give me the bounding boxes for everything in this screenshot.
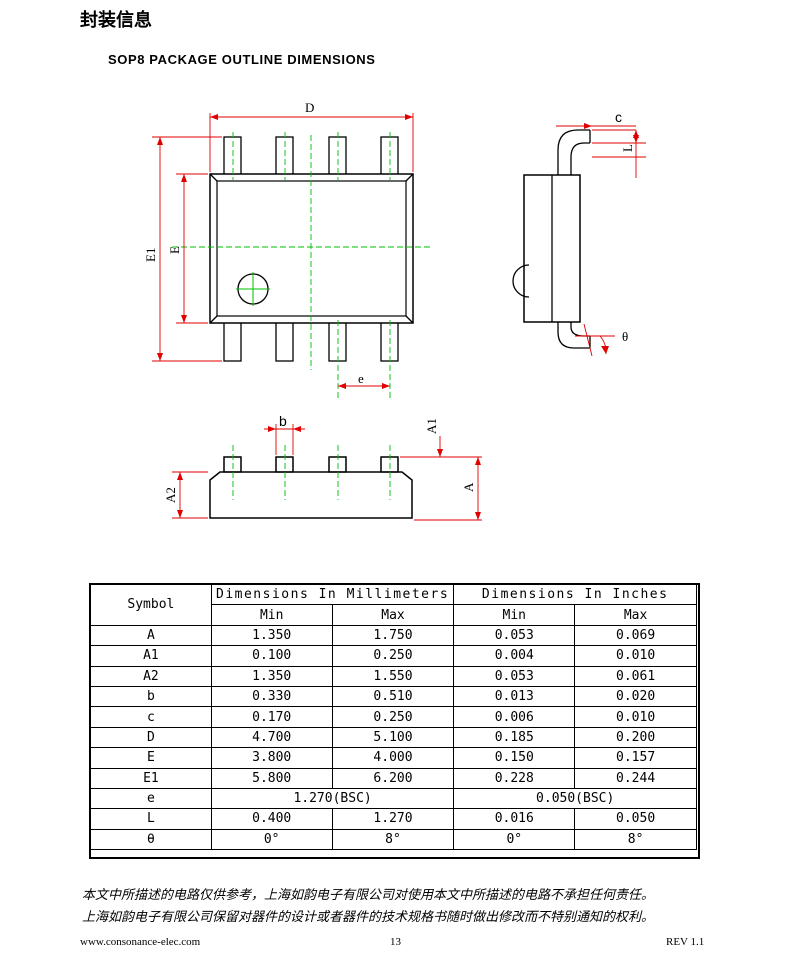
mm-min-cell: 1.350 [210,624,333,647]
footer-revision: REV 1.1 [666,936,705,948]
mm-min-cell: 0.400 [210,808,333,830]
mm-min-cell: 0° [210,828,333,851]
in-max-header: Max [574,604,697,626]
in-max-cell: 0.050 [574,808,697,830]
symbol-cell: L [90,808,212,830]
label-b: b [279,413,287,429]
table-subheader-row: Min Max Min Max [91,604,697,626]
mm-max-cell: 1.550 [331,665,455,687]
section-title: 封装信息 [80,10,152,31]
table-row: e 1.270(BSC) 0.050(BSC) [90,787,697,810]
in-max-cell: 0.010 [574,706,697,728]
in-min-cell: 0.228 [453,767,576,789]
symbol-cell: A [90,624,212,647]
dimensions-table: Symbol Dimensions In Millimeters Dimensi… [90,583,697,851]
in-min-cell: 0.053 [453,665,576,687]
mm-min-cell: 1.350 [210,665,333,687]
symbol-cell: e [90,787,212,810]
in-min-cell: 0.053 [453,624,576,647]
label-A1: A1 [424,418,439,434]
mm-max-cell: 4.000 [331,747,455,769]
in-max-cell: 0.010 [574,645,697,667]
in-max-cell: 8° [574,828,697,851]
label-c: c [615,109,622,125]
symbol-cell: D [90,726,212,749]
in-min-cell: 0.013 [453,685,576,708]
mm-max-cell: 0.250 [331,706,455,728]
mm-max-cell: 0.250 [331,645,455,667]
inches-header: Dimensions In Inches [453,583,697,606]
package-outline-drawing: D E1 E e c L θ b A1 A2 A [143,100,646,521]
in-min-header: Min [453,604,576,626]
mm-max-header: Max [331,604,455,626]
symbol-cell: c [90,706,212,728]
in-min-cell: 0.004 [453,645,576,667]
label-D: D [305,100,314,115]
symbol-header: Symbol [90,584,212,626]
table-header-row: Symbol Dimensions In Millimeters Dimensi… [90,583,697,626]
in-max-cell: 0.200 [574,726,697,749]
in-bsc-cell: 0.050(BSC) [453,787,697,810]
symbol-cell: A1 [90,645,212,667]
mm-min-cell: 5.800 [210,767,333,789]
in-max-cell: 0.069 [574,624,697,647]
mm-min-cell: 0.330 [210,685,333,708]
in-min-cell: 0.016 [453,808,576,830]
in-min-cell: 0.185 [453,726,576,749]
mm-bsc-cell: 1.270(BSC) [210,787,455,810]
in-max-cell: 0.061 [574,665,697,687]
label-L: L [620,144,635,152]
in-min-cell: 0° [453,828,576,851]
mm-max-cell: 1.750 [331,624,455,647]
in-min-cell: 0.006 [453,706,576,728]
label-A2: A2 [163,487,178,503]
label-E1: E1 [143,248,158,262]
label-A: A [461,482,476,492]
mm-min-cell: 3.800 [210,747,333,769]
disclaimer-line-1: 本文中所描述的电路仅供参考，上海如韵电子有限公司对使用本文中所描述的电路不承担任… [82,888,655,903]
symbol-cell: A2 [90,665,212,687]
label-E: E [167,246,182,254]
in-max-cell: 0.020 [574,685,697,708]
footer-page-number: 13 [390,936,401,948]
label-theta: θ [622,329,628,344]
symbol-cell: E [90,747,212,769]
mm-max-cell: 6.200 [331,767,455,789]
disclaimer-line-2: 上海如韵电子有限公司保留对器件的设计或者器件的技术规格书随时做出修改而不特别通知… [82,910,655,925]
in-max-cell: 0.244 [574,767,697,789]
symbol-cell: E1 [90,767,212,789]
in-min-cell: 0.150 [453,747,576,769]
mm-max-cell: 1.270 [331,808,455,830]
footer-website[interactable]: www.consonance-elec.com [80,936,201,948]
mm-header: Dimensions In Millimeters [210,583,455,606]
drawing-title: SOP8 PACKAGE OUTLINE DIMENSIONS [108,52,376,67]
mm-min-cell: 0.100 [210,645,333,667]
mm-min-cell: 0.170 [210,706,333,728]
mm-min-cell: 4.700 [210,726,333,749]
mm-min-header: Min [210,604,333,626]
label-e: e [358,371,364,386]
symbol-cell: θ [90,828,212,851]
disclaimer: 本文中所描述的电路仅供参考，上海如韵电子有限公司对使用本文中所描述的电路不承担任… [82,885,654,929]
in-max-cell: 0.157 [574,747,697,769]
mm-max-cell: 8° [331,828,455,851]
mm-max-cell: 5.100 [331,726,455,749]
symbol-cell: b [90,685,212,708]
mm-max-cell: 0.510 [331,685,455,708]
